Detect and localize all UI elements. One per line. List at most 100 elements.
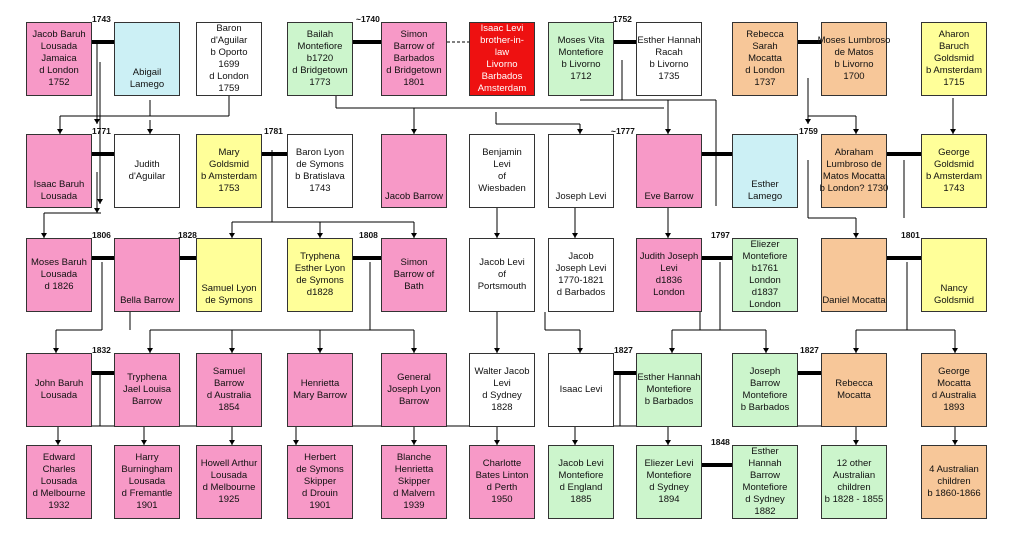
person-text-line: Matos Mocatta (822, 171, 886, 182)
person-text-line: Benjamin (482, 147, 522, 158)
person-text-line: d London (745, 65, 785, 76)
person-text-line: de Symons (296, 159, 344, 170)
person-text-line: d'Aguilar (210, 35, 248, 46)
person-text-line: Goldsmid (933, 53, 975, 64)
person-text-line: Jael Louisa (122, 384, 172, 395)
person-text-line: 1699 (218, 59, 240, 70)
person-text-line: Australian (832, 470, 876, 481)
person-text-line: London (749, 275, 781, 286)
person-text-line: Abigail (132, 67, 162, 78)
arrow-head (229, 233, 235, 238)
person-text-line: Lousada (40, 191, 78, 202)
person-text-line: 1735 (658, 71, 680, 82)
person-text-line: Goldsmid (933, 159, 975, 170)
arrow-head (57, 129, 63, 134)
person-box: Joseph Levi (548, 134, 614, 208)
marriage-year-label: 1797 (711, 230, 730, 240)
marriage-year-label: 1827 (800, 345, 819, 355)
person-text-line: d1828 (306, 287, 334, 298)
person-text-line: Bath (404, 281, 424, 292)
person-text-line: Eve Barrow (644, 191, 694, 202)
person-text-line: Judith Joseph (639, 251, 699, 262)
person-text-line: Mary (218, 147, 240, 158)
person-text-line: 1712 (570, 71, 592, 82)
person-text-line: Sarah (752, 41, 778, 52)
person-text-line: Simon (400, 29, 428, 40)
arrow-head (55, 440, 61, 445)
person-text-line: children (837, 482, 871, 493)
person-text-line: 1759 (218, 83, 240, 94)
person-text-line: Henrietta (300, 378, 340, 389)
arrow-head (229, 348, 235, 353)
person-text-line: Racah (655, 47, 683, 58)
arrow-head (411, 348, 417, 353)
person-text-line: d London (39, 65, 79, 76)
person-text-line: London (749, 299, 781, 310)
arrow-head (853, 440, 859, 445)
person-text-line: Isaac Levi (559, 384, 603, 395)
person-text-line: of (498, 269, 506, 280)
person-text-line: 1894 (658, 494, 680, 505)
person-text-line: d Barbados (556, 287, 606, 298)
person-text-line: b Livorno (561, 59, 601, 70)
person-text-line: Isaac Levi (480, 23, 524, 34)
person-text-line: Lousada (40, 390, 78, 401)
person-text-line: Montefiore (297, 41, 343, 52)
arrow-head (317, 348, 323, 353)
person-text-line: brother-in- (480, 35, 524, 46)
person-text-line: d Bridgetown (386, 65, 442, 76)
person-text-line: 1752 (48, 77, 70, 88)
person-text-line: 1939 (403, 500, 425, 511)
arrow-head (577, 348, 583, 353)
person-text-line: b 1860-1866 (927, 488, 981, 499)
person-text-line: Harry (135, 452, 159, 463)
person-text-line: London (653, 287, 685, 298)
person-text-line: Samuel Lyon (201, 283, 257, 294)
arrow-head (665, 129, 671, 134)
person-text-line: Lousada (128, 476, 166, 487)
person-text-line: Baron (216, 23, 242, 34)
person-text-line: Jacob (568, 251, 594, 262)
person-text-line: Simon (400, 257, 428, 268)
person-text-line: Montefiore (646, 470, 692, 481)
arrow-head (853, 233, 859, 238)
arrow-head (147, 348, 153, 353)
person-text-line: Barrow (749, 470, 781, 481)
person-text-line: Joseph Levi (555, 263, 607, 274)
person-text-line: Bailah (306, 29, 334, 40)
person-text-line: Baruch (938, 41, 970, 52)
person-text-line: 1773 (309, 77, 331, 88)
person-text-line: Moses Lumbroso (817, 35, 891, 46)
person-text-line: b1761 (751, 263, 779, 274)
person-text-line: d 1826 (44, 281, 74, 292)
person-text-line: Eliezer Levi (644, 458, 694, 469)
arrow-head (952, 348, 958, 353)
arrow-head (669, 348, 675, 353)
person-text-line: d Malvern (393, 488, 435, 499)
person-text-line: de Matos (834, 47, 874, 58)
person-text-line: Lousada (40, 269, 78, 280)
person-text-line: d Sydney (745, 494, 785, 505)
person-text-line: Esther Lyon (294, 263, 346, 274)
person-text-line: Barrow of (393, 269, 435, 280)
arrow-head (411, 440, 417, 445)
person-text-line: Joseph (749, 366, 781, 377)
person-text-line: John Baruh (34, 378, 84, 389)
